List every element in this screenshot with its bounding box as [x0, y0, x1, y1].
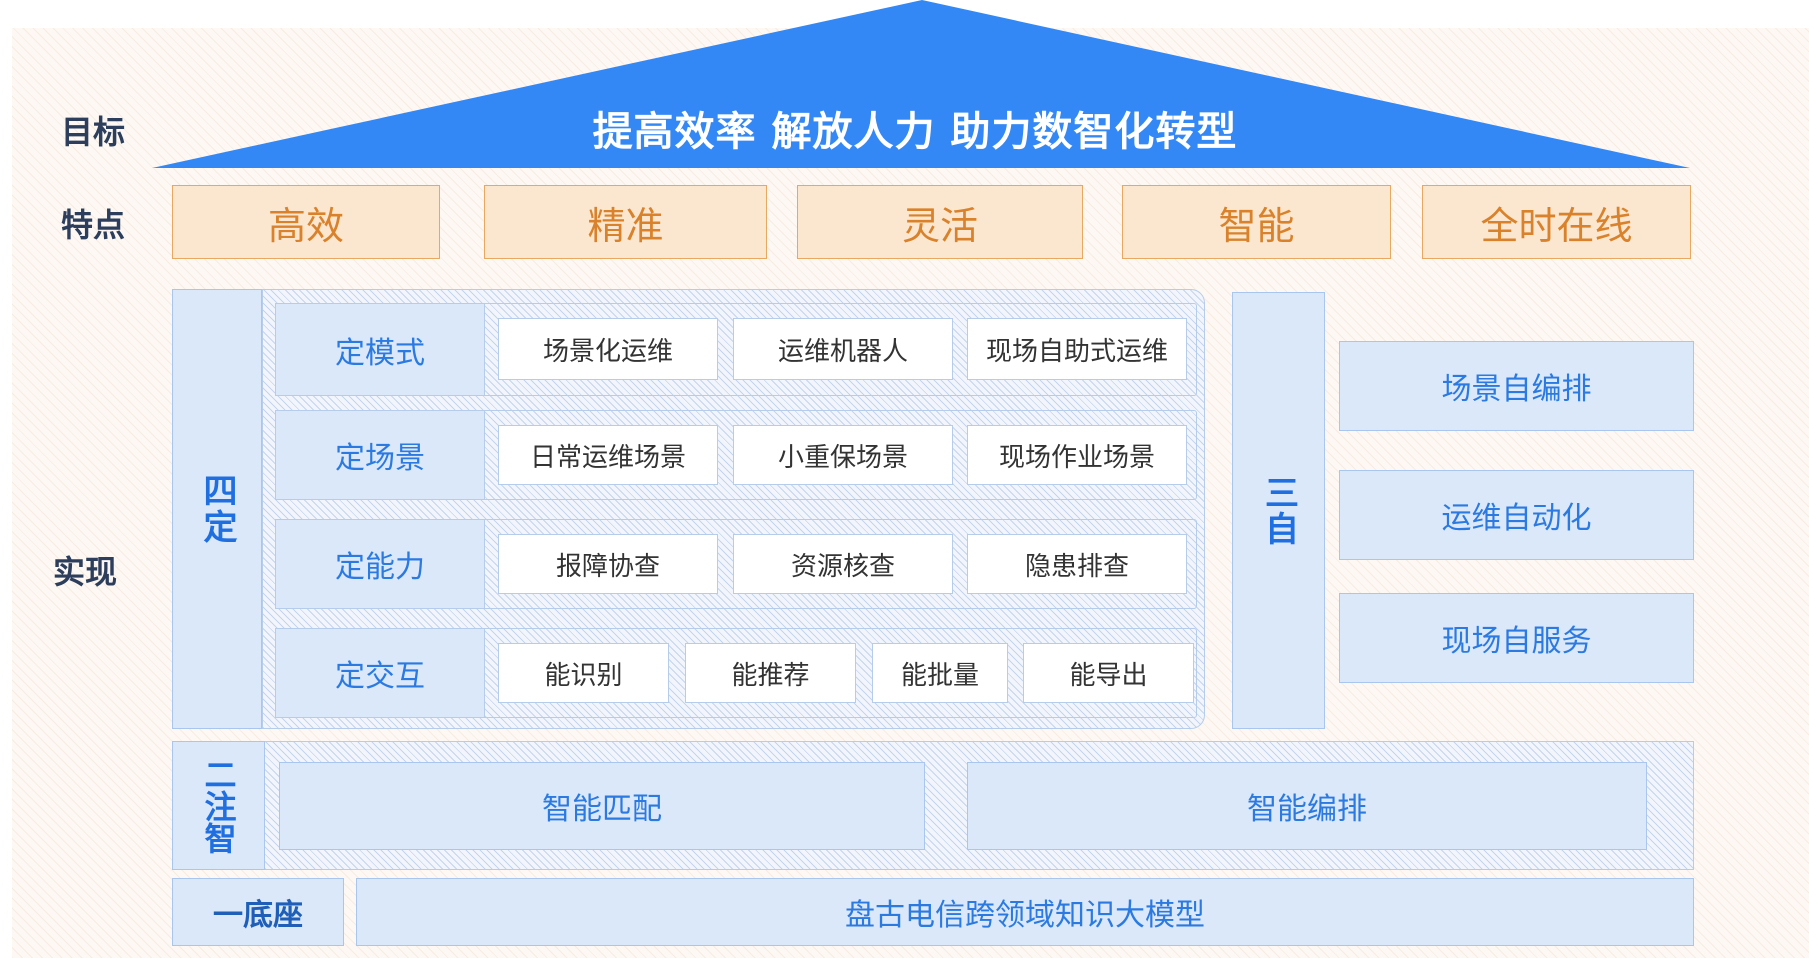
feature-intelligent: 智能 — [1122, 185, 1391, 259]
three-self-onsite-service: 现场自服务 — [1339, 593, 1694, 683]
three-self-label-text: 三自 — [1258, 474, 1299, 547]
chip-can-recommend: 能推荐 — [685, 643, 856, 703]
three-self-label: 三自 — [1232, 292, 1325, 729]
row-label-goal: 目标 — [60, 113, 125, 151]
feature-precise: 精准 — [484, 185, 767, 259]
two-inject-label-text: 二注智 — [199, 757, 238, 854]
chip-small-support-scene: 小重保场景 — [733, 425, 953, 485]
chip-can-batch: 能批量 — [872, 643, 1008, 703]
four-fixed-label-text: 四定 — [197, 473, 237, 545]
three-self-ops-automation: 运维自动化 — [1339, 470, 1694, 560]
four-fixed-label: 四定 — [172, 289, 262, 729]
chip-daily-ops-scene: 日常运维场景 — [498, 425, 718, 485]
row-head-scene: 定场景 — [275, 410, 485, 500]
chip-hazard-check: 隐患排查 — [967, 534, 1187, 594]
row-head-interaction: 定交互 — [275, 628, 485, 718]
smart-orchestration: 智能编排 — [967, 762, 1647, 850]
one-base-model: 盘古电信跨领域知识大模型 — [356, 878, 1694, 946]
chip-onsite-work-scene: 现场作业场景 — [967, 425, 1187, 485]
row-label-features: 特点 — [60, 206, 125, 244]
chip-ops-robot: 运维机器人 — [733, 318, 953, 380]
two-inject-label: 二注智 — [172, 741, 265, 870]
feature-efficient: 高效 — [172, 185, 440, 259]
smart-matching: 智能匹配 — [279, 762, 925, 850]
feature-always-online: 全时在线 — [1422, 185, 1691, 259]
chip-can-export: 能导出 — [1023, 643, 1194, 703]
one-base-label: 一底座 — [172, 878, 344, 946]
chip-fault-check: 报障协查 — [498, 534, 718, 594]
goal-title: 提高效率 解放人力 助力数智化转型 — [592, 109, 1238, 155]
roof-triangle — [152, 0, 1690, 168]
row-label-implementation: 实现 — [52, 553, 117, 591]
chip-scenario-ops: 场景化运维 — [498, 318, 718, 380]
chip-resource-check: 资源核查 — [733, 534, 953, 594]
row-head-mode: 定模式 — [275, 303, 485, 396]
row-head-capability: 定能力 — [275, 519, 485, 609]
three-self-scene-orchestration: 场景自编排 — [1339, 341, 1694, 431]
feature-flexible: 灵活 — [797, 185, 1083, 259]
chip-can-identify: 能识别 — [498, 643, 669, 703]
chip-onsite-self-ops: 现场自助式运维 — [967, 318, 1187, 380]
